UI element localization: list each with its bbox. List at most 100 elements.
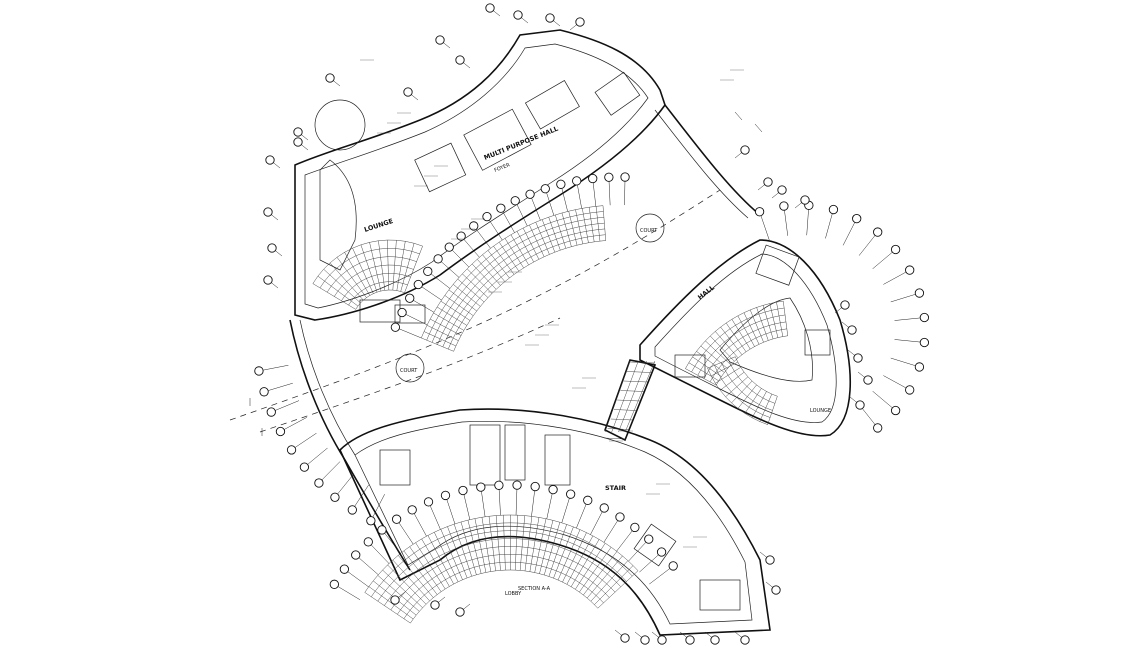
block-c-hall-label: HALL [696,284,716,302]
bubble-leader [381,529,401,554]
bubble-leader [806,205,810,236]
bubble-leader [890,292,920,303]
grid-bubble [347,505,357,515]
grid-bubble [779,201,789,211]
grid-bubble [644,534,654,544]
court-marks: COURT COURT SECTION A-A [395,213,665,592]
bridge-corridor [604,359,657,442]
grid-bubble [330,492,340,502]
block-a-subtitle: FOYER [494,162,512,174]
bubble-leader [592,178,597,207]
bubble-leader [344,568,369,588]
block-a-floor-grid [312,205,606,352]
bubble-leader [334,584,361,601]
bubble-leader [616,527,636,552]
grid-bubble [265,155,275,165]
grid-bubble [771,585,781,595]
bubble-leader [258,364,289,372]
grid-bubble [740,635,750,645]
grid-bubble [890,244,901,255]
bubble-leader [437,258,460,278]
grid-bubble [325,73,335,83]
grid-bubble [556,179,566,189]
grid-bubble [513,10,523,20]
grid-bubble [765,555,775,565]
grid-bubble [293,127,303,137]
bubble-leader [486,216,503,241]
bubble-leader [560,184,568,212]
bubble-leader [280,417,308,432]
grid-bubble [263,207,273,217]
bubble-leader [639,551,662,573]
bubble-leader [355,554,379,575]
grid-bubble [873,423,883,433]
bubble-leader [334,473,354,498]
grid-bubble [599,503,609,513]
grid-bubble [525,189,535,199]
grid-bubble [575,17,585,27]
bubble-leader [890,357,920,368]
block-c-floor-grid [685,300,788,425]
grid-bubble [435,35,445,45]
grid-bubble [423,497,434,507]
grid-bubble [754,207,765,217]
bubble-leader [545,188,555,216]
bubble-leader [590,507,605,535]
grid-bubble [266,407,276,417]
bubble-leader [395,327,422,339]
grid-bubble [620,633,630,643]
grid-bubble [914,362,925,372]
grid-bubble [800,195,810,205]
grid-bubble [890,405,901,416]
grid-bubble [919,312,930,323]
bubble-leader [649,565,674,585]
grid-bubble [496,203,506,213]
block-c-wing: HALL LOUNGE [639,239,852,437]
bubble-leader [352,484,369,511]
bubble-leader [428,501,441,530]
grid-bubble [494,480,504,490]
bubble-leader [576,180,582,209]
bubble-leader [411,509,427,537]
grid-bubble [828,204,839,215]
grid-bubble [545,13,555,23]
grid-bubble [572,176,582,186]
dashed-axis-lines [229,111,763,436]
grid-bubble [630,522,640,533]
grid-bubble [413,279,423,290]
court-label-1: COURT [640,228,658,234]
grid-bubble [339,564,350,574]
bubble-leader [409,298,435,313]
grid-bubble [377,525,387,535]
grid-bubble [656,547,667,557]
grid-bubble [455,607,465,617]
bubble-leader [531,486,536,517]
bubble-leader [427,271,451,289]
court-circle-1 [635,213,665,243]
court-label-2: COURT [400,368,418,374]
grid-bubble [263,275,273,285]
grid-bubble [423,266,433,276]
grid-bubble [914,288,925,298]
grid-bubble [254,366,264,376]
grid-bubble [455,55,465,65]
bubble-leader [480,487,486,517]
bubble-leader [418,284,442,301]
bubble-leader [396,519,414,545]
bubble-leader [264,382,293,393]
bubble-leader [783,206,789,236]
bubble-leader [401,312,428,326]
grid-bubble [430,600,440,610]
grid-bubble [740,145,750,155]
grid-bubble [512,480,522,490]
grid-bubble [407,505,417,515]
bubble-leader [271,400,300,413]
bubble-leader [872,249,896,269]
grid-bubble [397,307,407,318]
block-b-lobby-label: LOBBY [505,591,522,597]
grid-bubble [919,337,930,348]
grid-bubble [390,595,400,605]
block-b-wing: STAIR LOBBY [339,408,771,636]
grid-bubble [458,485,468,496]
grid-bubble [548,484,558,495]
